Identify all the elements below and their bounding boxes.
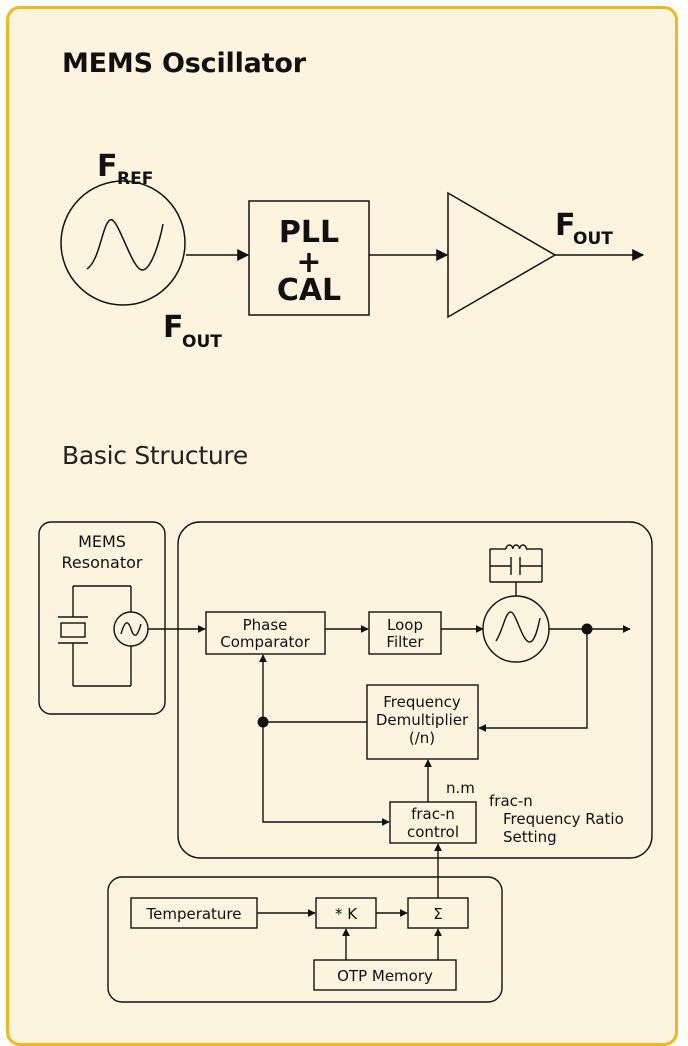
fout-right-label: F OUT	[555, 208, 613, 249]
phase-comparator-box	[205, 611, 326, 655]
nm-label: n.m	[446, 779, 475, 797]
sine-wave-icon	[86, 219, 164, 271]
card-panel	[6, 6, 678, 1046]
loop-label-line2: Filter	[386, 633, 424, 651]
ratio-label-line2: Frequency Ratio	[503, 810, 624, 828]
pll-cal-box	[248, 200, 370, 316]
lc-tank-icon	[489, 544, 543, 596]
pll-label: PLL	[279, 215, 339, 250]
mems-resonator-box	[38, 521, 166, 715]
top-block-diagram: F REF F OUT PLL + CAL F OUT	[60, 149, 645, 352]
fref-main: F	[97, 149, 118, 184]
demux-label-line3: (/n)	[409, 729, 435, 747]
cal-label: CAL	[277, 273, 341, 308]
vco-oscillator	[482, 595, 550, 663]
fout-bottom-label: F OUT	[163, 310, 222, 352]
basic-structure-diagram: MEMS Resonator Phase Comparator	[38, 521, 653, 1003]
loop-filter-box	[368, 611, 442, 655]
arrow-feedback-to-demux	[478, 629, 588, 732]
reference-oscillator	[60, 180, 186, 306]
arrow-junction-to-fracn	[262, 722, 390, 826]
temperature-label: Temperature	[145, 905, 241, 923]
fracn-control-box	[389, 801, 477, 844]
fout-right-main: F	[555, 208, 576, 243]
fout-bottom-main: F	[163, 310, 184, 345]
k-label: * K	[335, 905, 358, 923]
sigma-label: Σ	[433, 905, 442, 923]
page-title: MEMS Oscillator	[62, 48, 306, 79]
resonator-label-line1: MEMS	[78, 532, 126, 551]
otp-label: OTP Memory	[337, 967, 433, 985]
calibration-container-box	[107, 876, 503, 1003]
resonator-label-line2: Resonator	[62, 553, 143, 572]
ratio-label-line1: frac-n	[489, 792, 533, 810]
pll-container-box	[177, 521, 653, 859]
pll-plus-label: +	[296, 245, 321, 280]
ratio-label-line3: Setting	[503, 828, 557, 846]
otp-memory-box	[313, 959, 457, 991]
resonator-sine-icon	[120, 622, 142, 636]
demux-label-line2: Demultiplier	[376, 711, 469, 729]
demux-label-line1: Frequency	[383, 693, 461, 711]
fout-right-sub: OUT	[573, 229, 613, 249]
fracn-label-line2: control	[407, 823, 459, 841]
phase-label-line1: Phase	[243, 616, 288, 634]
loop-label-line1: Loop	[387, 616, 423, 634]
amplifier-triangle	[447, 191, 557, 319]
phase-label-line2: Comparator	[220, 633, 310, 651]
fout-bottom-sub: OUT	[182, 332, 222, 352]
vco-sine-icon	[495, 611, 541, 643]
fracn-label-line1: frac-n	[411, 805, 455, 823]
section-subtitle: Basic Structure	[62, 441, 248, 470]
crystal-resonator-icon	[58, 585, 132, 687]
